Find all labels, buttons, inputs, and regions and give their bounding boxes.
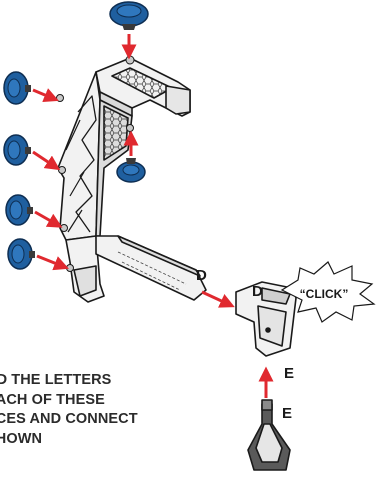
blue-foot-5 (116, 158, 146, 183)
instructions-line-1: ND THE LETTERS (0, 372, 112, 388)
label-d-frame: D (196, 267, 207, 284)
frame-pegs (56, 55, 135, 272)
click-label: “CLICK” (300, 287, 349, 301)
clip-e (247, 399, 291, 471)
blue-foot-4 (7, 238, 35, 270)
instructions-line-3: ECES AND CONNECT (0, 411, 138, 427)
label-d-part: D (252, 283, 263, 300)
blue-foot-3 (5, 194, 33, 226)
label-e-part: E (284, 365, 294, 382)
connector-d (235, 281, 297, 357)
click-burst: “CLICK” (280, 261, 376, 323)
label-e-clip: E (282, 405, 292, 422)
bracket-frame (57, 57, 207, 303)
instructions-line-4: SHOWN (0, 430, 43, 447)
blue-foot-1 (3, 71, 31, 105)
red-arrows (32, 34, 274, 398)
blue-foot-2 (3, 134, 31, 166)
instructions-text: ND THE LETTERS EACH OF THESE ECES AND CO… (0, 371, 206, 449)
blue-foot-top (109, 1, 149, 30)
instructions-line-2: EACH OF THESE (0, 391, 105, 408)
